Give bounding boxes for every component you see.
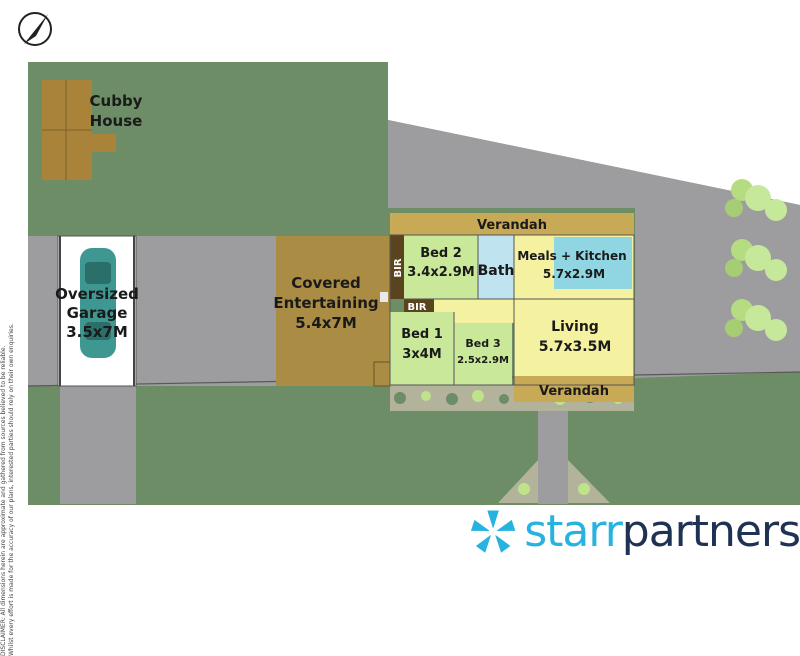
shrub	[518, 483, 530, 495]
street-trees	[725, 179, 787, 341]
room-bed3	[454, 323, 512, 385]
disclaimer-line-2: Whilst every effort is made for the accu…	[8, 323, 15, 656]
labels-layer: Cubby House Oversized Garage 3.5x7M Cove…	[18, 12, 627, 399]
paving-yard	[388, 120, 800, 378]
kitchen-bench	[554, 237, 632, 289]
kitchen-label-1: Meals + Kitchen	[517, 249, 626, 263]
brand-part-1: starr	[524, 506, 623, 557]
entertaining-label-1: Covered	[291, 274, 361, 292]
entertaining-label-2: Entertaining	[273, 294, 378, 312]
kitchen-label-2: 5.7x2.9M	[543, 267, 605, 281]
bir-vertical	[390, 235, 404, 299]
bed2-label-2: 3.4x2.9M	[407, 265, 474, 280]
bir-vertical-label: BIR	[393, 258, 404, 277]
front-path	[538, 410, 568, 504]
car-icon	[80, 248, 116, 358]
bed3-label-1: Bed 3	[465, 337, 500, 350]
bed3-label-2: 2.5x2.9M	[457, 355, 509, 366]
cubby-label-1: Cubby	[90, 92, 143, 110]
room-bath	[478, 235, 514, 299]
verandah-top	[390, 213, 634, 235]
bath-label: Bath	[478, 263, 515, 279]
room-bed2	[404, 235, 478, 299]
room-living	[514, 299, 634, 376]
garage-label-3: 3.5x7M	[66, 323, 128, 341]
house-walls	[389, 234, 635, 386]
disclaimer-line-1: DISCLAIMER: All dimensions herein are ap…	[0, 345, 7, 656]
entertaining-area	[276, 236, 390, 386]
verandah-top-label: Verandah	[477, 218, 547, 233]
brand-logo: starrpartners	[470, 505, 800, 559]
garden-bed-right	[568, 460, 610, 503]
bed1-label-2: 3x4M	[402, 347, 441, 362]
north-arrow-icon	[18, 12, 52, 46]
living-label-1: Living	[551, 319, 599, 335]
brand-wordmark: starrpartners	[524, 510, 800, 554]
bir-horizontal	[404, 299, 434, 312]
bir-horizontal-label: BIR	[407, 302, 426, 313]
living-label-2: 5.7x3.5M	[539, 339, 612, 355]
brand-part-2: partners	[621, 506, 800, 557]
cubby-label-2: House	[90, 112, 143, 130]
verandah-bottom-label: Verandah	[539, 384, 609, 399]
driveway-strip	[60, 386, 136, 504]
garage-label-2: Garage	[67, 304, 128, 322]
entertaining-label-3: 5.4x7M	[295, 314, 357, 332]
cubby-house	[42, 80, 116, 180]
bed2-label-1: Bed 2	[420, 246, 462, 261]
bed1-label-1: Bed 1	[401, 327, 443, 342]
verandah-bottom	[514, 376, 634, 402]
shrub	[578, 483, 590, 495]
room-bed1	[390, 312, 454, 385]
disclaimer: DISCLAIMER: All dimensions herein are ap…	[0, 116, 16, 656]
ac-unit	[380, 292, 388, 302]
garage-label-1: Oversized	[55, 285, 139, 303]
starburst-logo-icon	[470, 510, 516, 553]
site-plan	[27, 62, 800, 505]
